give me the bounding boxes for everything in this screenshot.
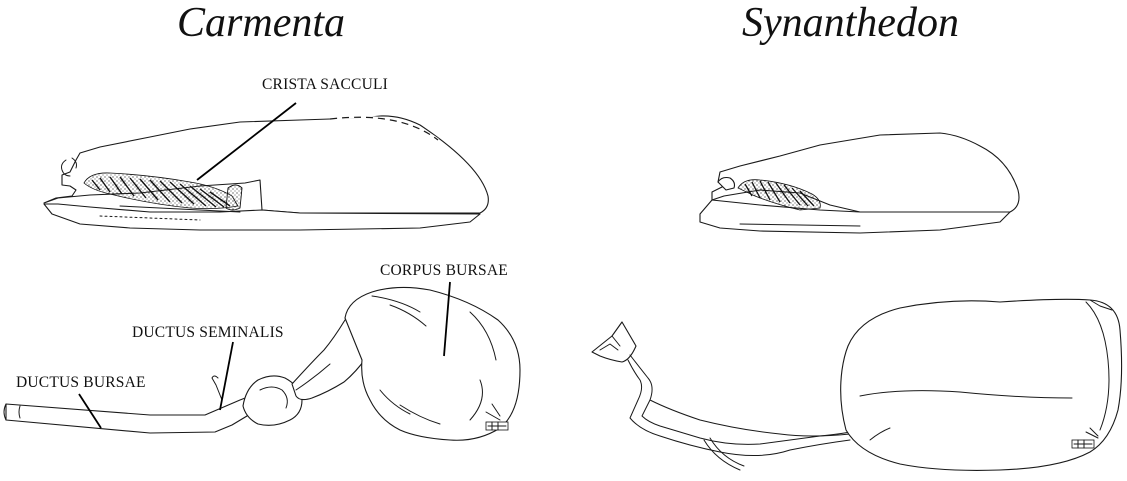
synanthedon-valva: [700, 133, 1019, 233]
leader-ductus-seminalis: [220, 342, 233, 410]
label-ductus-seminalis: DUCTUS SEMINALIS: [132, 325, 284, 341]
label-corpus-bursae: CORPUS BURSAE: [380, 263, 508, 279]
label-crista-sacculi: CRISTA SACCULI: [262, 77, 388, 93]
label-ductus-bursae: DUCTUS BURSAE: [16, 375, 146, 391]
carmenta-valva: [44, 116, 488, 230]
carmenta-bursa: [4, 287, 520, 440]
synanthedon-bursa: [592, 299, 1122, 470]
